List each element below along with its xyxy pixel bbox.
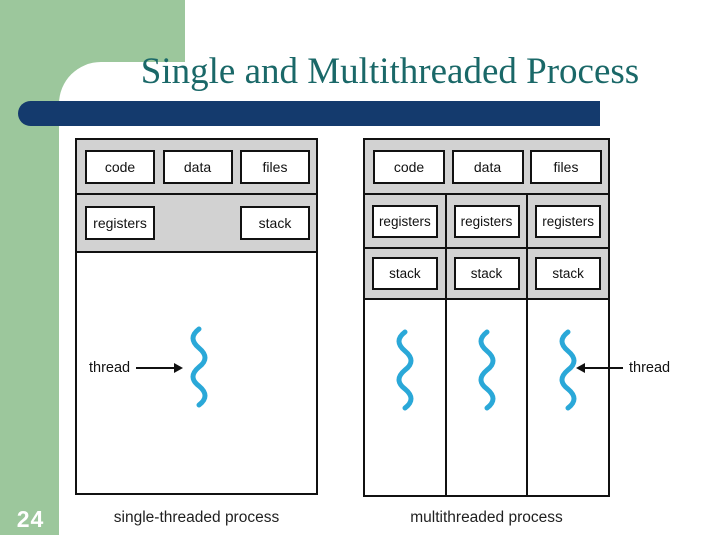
- page-number: 24: [16, 506, 45, 532]
- thread-squiggle-path: [190, 326, 208, 408]
- title-underline-bar: [18, 101, 600, 126]
- single-code-box: code: [85, 149, 155, 184]
- arrow-shaft: [585, 367, 623, 369]
- single-caption: single-threaded process: [113, 509, 280, 526]
- multi-caption: multithreaded process: [410, 509, 563, 526]
- multithreaded-diagram: code data files registers stack register…: [363, 138, 610, 497]
- single-top-row: code data files: [77, 140, 316, 195]
- thread-columns: registers stack registers stack: [365, 195, 609, 495]
- arrow-right-icon: [174, 363, 184, 373]
- single-thread-label: thread: [89, 360, 131, 376]
- multi-thread-pointer: thread: [576, 360, 670, 376]
- thread-squiggle-icon: [559, 329, 577, 411]
- single-registers-stack-row: registers stack: [77, 195, 316, 253]
- multi-stack-box-1: stack: [371, 257, 438, 290]
- multi-stack-box-3: stack: [535, 257, 602, 290]
- multi-thread-label: thread: [629, 360, 671, 376]
- multi-files-box: files: [530, 149, 602, 184]
- single-files-box: files: [240, 149, 310, 184]
- multi-data-box: data: [451, 149, 524, 184]
- single-stack-box: stack: [240, 206, 310, 240]
- arrow-shaft: [136, 367, 175, 369]
- slide-title: Single and Multithreaded Process: [140, 51, 640, 92]
- multi-registers-box-2: registers: [453, 204, 520, 238]
- single-threaded-diagram: code data files registers stack thread: [75, 138, 318, 495]
- multi-top-row: code data files: [365, 140, 608, 195]
- multi-code-box: code: [373, 149, 445, 184]
- single-thread-pointer: thread: [89, 360, 184, 376]
- thread-squiggle-icon: [190, 326, 208, 408]
- single-data-box: data: [162, 149, 233, 184]
- thread-column-3: registers stack: [528, 195, 609, 495]
- thread-column-1: registers stack: [365, 195, 447, 495]
- thread-squiggle-icon: [478, 329, 495, 411]
- thread-column-2: registers stack: [446, 195, 529, 495]
- multi-registers-box-1: registers: [371, 204, 438, 238]
- multi-stack-box-2: stack: [453, 257, 520, 290]
- multi-registers-box-3: registers: [535, 204, 602, 238]
- thread-squiggle-icon: [396, 329, 414, 411]
- arrow-left-icon: [576, 363, 585, 373]
- single-registers-box: registers: [85, 206, 155, 240]
